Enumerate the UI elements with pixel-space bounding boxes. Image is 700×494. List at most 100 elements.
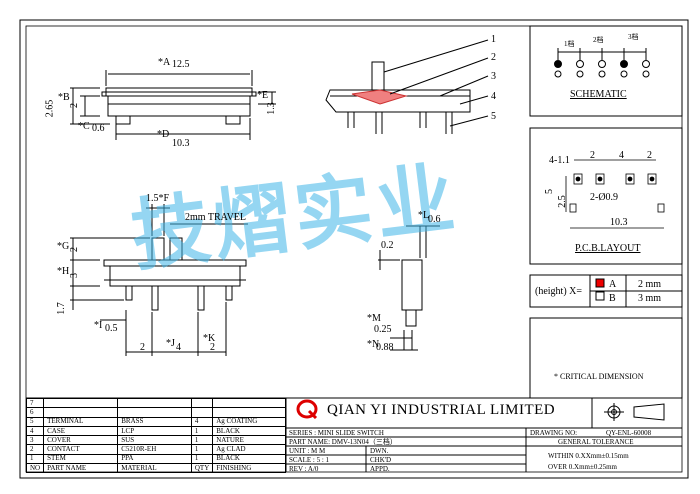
- projection-symbol: [604, 403, 665, 421]
- bom-cell-no: 7: [25, 397, 45, 409]
- dim-d-label: *D: [157, 129, 170, 140]
- info-unit: UNIT : M M: [289, 447, 326, 455]
- info-rev: REV : A/0: [289, 465, 319, 473]
- bom-cell-qty: 1: [190, 435, 214, 446]
- pcb-pads: [565, 159, 665, 229]
- bottom-view: [70, 204, 248, 356]
- dim-e-label: *E: [257, 90, 269, 101]
- bom-cell-qty: [190, 397, 214, 409]
- bom-cell-fin: [212, 407, 286, 418]
- pcb-dim-10-3: 10.3: [610, 217, 628, 228]
- note-frame: [529, 317, 683, 399]
- dim-k-label: *K: [203, 333, 216, 344]
- dim-a-label: *A: [158, 57, 171, 68]
- bom-cell-fin: BLACK: [212, 453, 286, 465]
- dim-1-7: 1.7: [55, 302, 67, 315]
- info-appd: APPD.: [370, 465, 390, 473]
- bom-cell-qty: QTY: [190, 463, 214, 474]
- info-dwn: DWN.: [370, 447, 389, 455]
- dim-f: 1.5*F: [146, 193, 170, 204]
- bom-cell-no: 4: [25, 425, 45, 437]
- company-name: QIAN YI INDUSTRIAL LIMITED: [327, 402, 556, 418]
- side-view: [325, 39, 489, 134]
- company-logo: [296, 399, 318, 419]
- drawing-no-label: DRAWING NO:: [530, 429, 578, 437]
- schematic-pos1: 1档: [564, 40, 575, 48]
- info-part: PART NAME: DMV-13N04（三档）: [289, 438, 397, 446]
- bom-cell-mat: BRASS: [117, 416, 192, 427]
- dim-c-value: 0.6: [92, 123, 105, 134]
- info-scale: SCALE : 5 : 1: [289, 456, 330, 464]
- height-label: (height) X=: [535, 286, 583, 297]
- bom-cell-part: CONTACT: [43, 444, 119, 455]
- front-view: [70, 70, 276, 140]
- dim-j-value: 4: [176, 342, 181, 353]
- tolerance-within: WITHIN 0.XXmm±0.15mm: [548, 452, 629, 460]
- bom-cell-fin: [212, 397, 286, 409]
- dim-pitch: 2: [140, 342, 145, 353]
- bom-cell-part: CASE: [43, 425, 119, 437]
- dim-c-label: *C: [78, 121, 90, 132]
- dim-total-height: 2.65: [44, 99, 56, 118]
- bom-row: 7: [25, 397, 286, 409]
- dim-i-label: *I: [94, 320, 103, 331]
- outer-border: [19, 19, 689, 479]
- bom-cell-mat: MATERIAL: [117, 463, 192, 474]
- pcb-dim-4-1-1: 4-1.1: [549, 155, 570, 166]
- dim-g-label: *G: [57, 241, 70, 252]
- dim-h-label: *H: [57, 266, 70, 277]
- dim-j-label: *J: [166, 338, 175, 349]
- callout-2: 2: [491, 52, 496, 63]
- tolerance-over: OVER 0.Xmm±0.25mm: [548, 463, 617, 471]
- bom-cell-no: 5: [25, 416, 45, 427]
- dim-l-value: 0.6: [428, 214, 441, 225]
- bom-cell-fin: Ag COATING: [212, 416, 286, 427]
- dim-k-value: 2: [210, 342, 215, 353]
- bom-cell-qty: 4: [190, 416, 214, 427]
- drawing-no: QY-ENL-60008: [606, 429, 652, 437]
- dim-l-label: *L: [418, 210, 430, 221]
- callout-3: 3: [491, 71, 496, 82]
- schematic-contacts: [554, 60, 650, 78]
- dim-n-value: 0.88: [376, 342, 394, 353]
- pcb-dim-4: 4: [619, 150, 624, 161]
- bom-cell-mat: [117, 407, 192, 418]
- bom-cell-fin: NATURE: [212, 435, 286, 446]
- pcb-dim-2a: 2: [590, 150, 595, 161]
- dim-e-value: 1.3: [265, 102, 277, 115]
- dim-d-value: 10.3: [172, 138, 190, 149]
- bom-cell-qty: [190, 407, 214, 418]
- pcb-hole: 2-Ø0.9: [590, 192, 619, 203]
- travel-label: 2mm TRAVEL: [185, 212, 247, 223]
- bom-cell-part: [43, 407, 119, 418]
- pcb-dim-2b: 2: [647, 150, 652, 161]
- dim-g-value: 2: [69, 247, 80, 252]
- dim-b-label: *B: [58, 92, 70, 103]
- info-series: SERIES : MINI SLIDE SWITCH: [289, 429, 384, 437]
- bom-cell-part: [43, 397, 119, 409]
- title-block: [26, 397, 682, 472]
- dim-a-value: 12.5: [172, 59, 190, 70]
- height-a-code: A: [609, 279, 617, 290]
- schematic-pos3: 3档: [628, 33, 639, 41]
- bom-cell-qty: 1: [190, 444, 214, 455]
- bom-cell-mat: LCP: [117, 425, 192, 437]
- dim-0-2: 0.2: [381, 240, 394, 251]
- schematic-diagram: [557, 48, 647, 60]
- bom-cell-mat: C5210R-EH: [117, 444, 192, 455]
- schematic-title: SCHEMATIC: [570, 89, 627, 100]
- bom-cell-mat: SUS: [117, 435, 192, 446]
- pcb-dim-2-5: 2.5: [556, 195, 568, 208]
- pcb-title: P.C.B.LAYOUT: [575, 243, 641, 254]
- callout-4: 4: [491, 91, 496, 102]
- dim-b-value: 2: [69, 103, 80, 108]
- end-view: [378, 225, 440, 351]
- bom-cell-no: 3: [25, 435, 45, 446]
- bom-cell-mat: [117, 397, 192, 409]
